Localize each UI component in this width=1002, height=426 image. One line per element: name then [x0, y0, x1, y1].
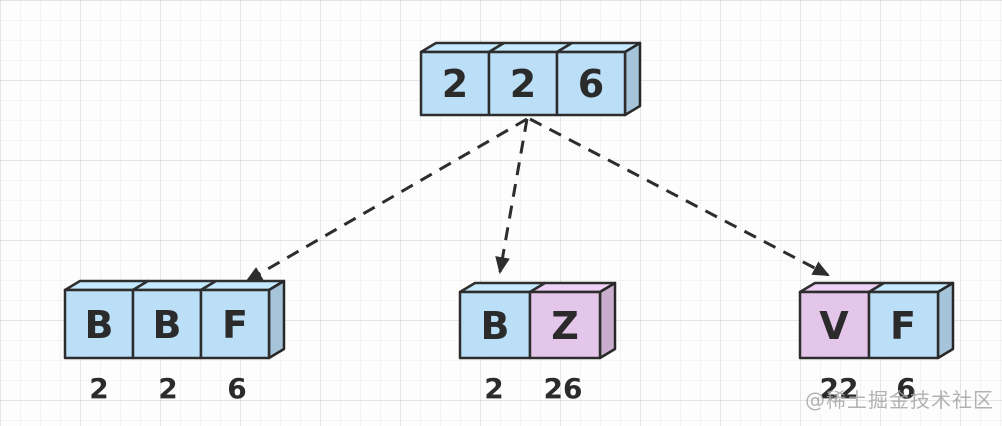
watermark: @稀土掘金技术社区: [805, 388, 994, 412]
right-below-0: 22: [820, 372, 859, 405]
middle-cell-0-label: B: [481, 304, 510, 348]
root-cell-2-label: 6: [578, 62, 604, 106]
left-cell-1: [131, 288, 203, 360]
left-side-face: [267, 279, 286, 360]
root-cell-0: [419, 50, 491, 117]
root-side-face: [623, 41, 642, 117]
edge-root-to-middle: [495, 118, 529, 275]
middle-below-0: 2: [484, 372, 503, 405]
edge-root-to-right: [529, 117, 830, 277]
right-below-1: 6: [896, 372, 915, 405]
left-cell-1-label: B: [153, 303, 182, 347]
left-cell-2-label: F: [222, 303, 248, 347]
edges: [245, 117, 830, 283]
middle-cell-0: [458, 290, 532, 360]
left-below-1: 2: [158, 372, 177, 405]
left-cell-0-label: B: [85, 303, 114, 347]
right-cell-1-label: F: [890, 304, 916, 348]
left-cell-2: [199, 288, 271, 360]
middle-below-1: 26: [544, 372, 583, 405]
root-cell-1: [487, 50, 559, 117]
right-side-face: [936, 281, 955, 360]
middle-side-face: [598, 281, 617, 360]
middle-child-node: B Z 2 26: [458, 281, 617, 405]
right-cell-0: [798, 290, 871, 360]
edge-root-to-left: [245, 117, 528, 283]
left-child-node: B B F 2 2 6: [63, 279, 286, 405]
root-cell-1-label: 2: [510, 62, 536, 106]
left-below-2: 6: [227, 372, 246, 405]
right-cell-1: [867, 290, 940, 360]
root-node: 2 2 6: [419, 41, 642, 117]
middle-cell-1: [528, 290, 602, 360]
right-child-node: V F 22 6: [798, 281, 955, 405]
right-cell-0-label: V: [819, 304, 849, 348]
root-cell-0-label: 2: [442, 62, 468, 106]
root-cell-2: [555, 50, 627, 117]
middle-cell-1-label: Z: [551, 304, 579, 348]
left-below-0: 2: [89, 372, 108, 405]
